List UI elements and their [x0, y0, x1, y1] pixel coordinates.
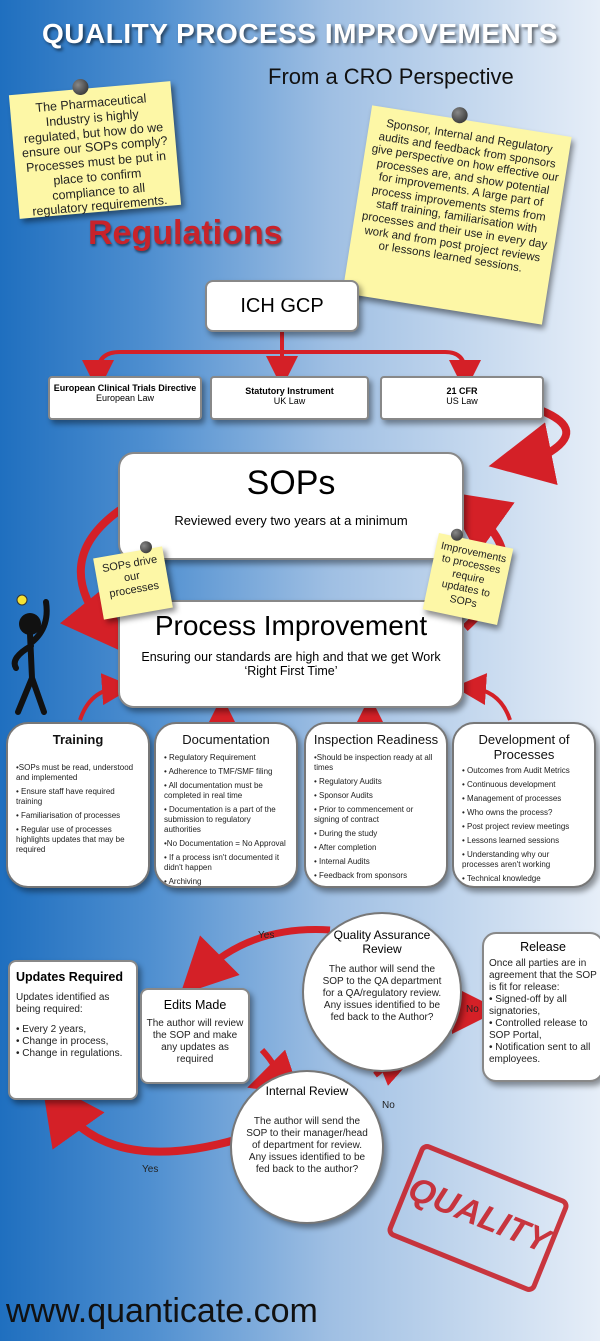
regulation-sub: European Law: [95, 393, 155, 403]
sops-drive-text: SOPs drive our processes: [101, 553, 160, 601]
card-item: • During the study: [314, 829, 378, 838]
internal-desc: The author will send the SOP to their ma…: [246, 1116, 368, 1175]
card-item: • Adherence to TMF/SMF filing: [164, 767, 273, 776]
card-item: • Regular use of processes highlights up…: [16, 825, 125, 854]
yes-label-bottom: Yes: [142, 1164, 159, 1175]
card-item: • Outcomes from Audit Metrics: [462, 766, 570, 775]
release-item: • Controlled release to SOP Portal,: [489, 1018, 588, 1041]
regulation-title: 21 CFR: [446, 386, 478, 396]
regulation-title: European Clinical Trials Directive: [53, 383, 197, 393]
card-item: • Feedback from sponsors: [314, 871, 408, 880]
release-item: • Notification sent to all employees.: [489, 1042, 591, 1065]
card-item: • Regulatory Audits: [314, 777, 382, 786]
development-card: Development of Processes • Outcomes from…: [452, 722, 596, 888]
no-label-qa: No: [466, 1004, 479, 1015]
regulation-eu: European Clinical Trials Directive Europ…: [48, 376, 202, 420]
ich-gcp-box: ICH GCP: [205, 280, 359, 332]
card-item: • Understanding why our processes aren't…: [462, 850, 551, 869]
qa-review-circle: Quality Assurance Review The author will…: [302, 912, 462, 1072]
updates-intro: Updates identified as being required:: [16, 992, 110, 1015]
edits-desc: The author will review the SOP and make …: [146, 1018, 244, 1065]
card-item: • If a process isn't documented it didn'…: [164, 853, 280, 872]
process-improvement-box: Process Improvement Ensuring our standar…: [118, 600, 464, 708]
documentation-card: Documentation • Regulatory Requirement •…: [154, 722, 298, 888]
release-title: Release: [520, 940, 566, 954]
intro-note: The Pharmaceutical Industry is highly re…: [8, 78, 182, 219]
card-title: Development of Processes: [478, 732, 570, 762]
process-title: Process Improvement: [154, 610, 428, 641]
page-title: QUALITY PROCESS IMPROVEMENTS: [42, 18, 558, 49]
improvements-note: Improvements to processes require update…: [422, 527, 514, 626]
release-box: Release Once all parties are in agreemen…: [482, 932, 600, 1082]
card-item: • Sponsor Audits: [314, 791, 373, 800]
card-item: • Regulatory Requirement: [164, 753, 256, 762]
regulations-heading: Regulations: [88, 214, 283, 252]
release-item: • Signed-off by all signatories,: [489, 994, 567, 1017]
card-title: Training: [52, 732, 104, 747]
no-label-internal: No: [382, 1100, 395, 1111]
sops-box: SOPs Reviewed every two years at a minim…: [118, 452, 464, 560]
thinking-person-icon: [11, 594, 50, 715]
improvements-text: Improvements to processes require update…: [439, 539, 508, 610]
card-item: • Technical knowledge: [462, 874, 541, 883]
card-item: • Archiving: [164, 877, 202, 886]
card-title: Documentation: [182, 732, 270, 747]
card-item: • Prior to commencement or signing of co…: [314, 805, 414, 824]
inspection-readiness-card: Inspection Readiness •Should be inspecti…: [304, 722, 448, 888]
card-item: •SOPs must be read, understood and imple…: [16, 763, 134, 782]
process-desc: Ensuring our standards are high and that…: [141, 650, 441, 678]
updates-required-box: Updates Required Updates identified as b…: [8, 960, 138, 1100]
card-item: • Lessons learned sessions: [462, 836, 560, 845]
edits-made-box: Edits Made The author will review the SO…: [140, 988, 250, 1084]
card-item: • After completion: [314, 843, 377, 852]
card-title: Inspection Readiness: [313, 732, 439, 747]
sops-title: SOPs: [246, 464, 336, 502]
sops-drive-note: SOPs drive our processes: [93, 540, 173, 620]
card-item: •Should be inspection ready at all times: [314, 753, 433, 772]
yes-label-top: Yes: [258, 930, 275, 941]
updates-title: Updates Required: [16, 970, 123, 984]
sops-desc: Reviewed every two years at a minimum: [174, 513, 408, 528]
internal-title: Internal Review: [265, 1084, 349, 1098]
card-item: • Documentation is a part of the submiss…: [164, 805, 276, 834]
updates-item: • Every 2 years,: [16, 1024, 87, 1035]
card-item: • All documentation must be completed in…: [164, 781, 263, 800]
qa-desc: The author will send the SOP to the QA d…: [322, 964, 442, 1023]
regulation-us: 21 CFR US Law: [380, 376, 544, 420]
regulation-uk: Statutory Instrument UK Law: [210, 376, 369, 420]
edits-title: Edits Made: [163, 998, 227, 1012]
feedback-note-text: Sponsor, Internal and Regulatory audits …: [361, 117, 560, 275]
card-item: • Ensure staff have required training: [16, 787, 115, 806]
card-item: • Management of processes: [462, 794, 562, 803]
updates-item: • Change in regulations.: [16, 1048, 123, 1059]
feedback-note: Sponsor, Internal and Regulatory audits …: [342, 105, 572, 325]
website-url[interactable]: www.quanticate.com: [6, 1292, 318, 1330]
card-item: • Familiarisation of processes: [16, 811, 121, 820]
training-card: Training •SOPs must be read, understood …: [6, 722, 150, 888]
regulation-sub: US Law: [446, 396, 478, 406]
card-item: • Internal Audits: [314, 857, 370, 866]
updates-item: • Change in process,: [16, 1036, 109, 1047]
page-subtitle: From a CRO Perspective: [268, 64, 514, 89]
card-item: • Who owns the process?: [462, 808, 553, 817]
internal-review-circle: Internal Review The author will send the…: [230, 1070, 384, 1224]
release-intro: Once all parties are in agreement that t…: [489, 958, 597, 993]
card-item: • Continuous development: [462, 780, 556, 789]
card-item: • Post project review meetings: [462, 822, 570, 831]
pin-icon: [71, 78, 90, 96]
intro-note-text: The Pharmaceutical Industry is highly re…: [21, 91, 169, 219]
qa-title: Quality Assurance Review: [333, 928, 431, 956]
regulation-title: Statutory Instrument: [245, 386, 334, 396]
regulation-sub: UK Law: [273, 396, 306, 406]
card-item: •No Documentation = No Approval: [164, 839, 286, 848]
